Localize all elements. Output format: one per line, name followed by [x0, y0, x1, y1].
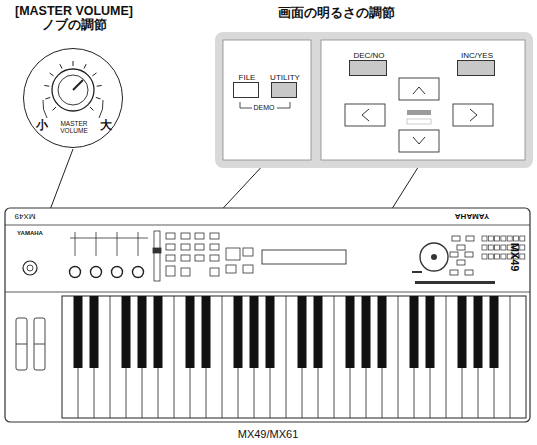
- knob-callout: [MASTER VOLUME] ノブの調節小大MASTER VOLUME: [23, 48, 123, 148]
- printed-logo: YAMAHA: [8, 230, 52, 237]
- knob-heading: [MASTER VOLUME] ノブの調節: [9, 4, 139, 33]
- button-label: FILE: [220, 73, 274, 82]
- panel-button: FILE: [233, 82, 259, 98]
- mod-wheel: [34, 318, 45, 370]
- printed-logo: MX49: [509, 235, 521, 279]
- button-label: DEC/NO: [336, 51, 402, 60]
- printed-logo: YAMAHA: [445, 211, 499, 220]
- sliders: [70, 231, 161, 281]
- panel-button: DEC/NO: [349, 60, 387, 76]
- button-label: INC/YES: [444, 51, 510, 60]
- keyboard-body: [5, 208, 530, 422]
- model-caption: MX49/MX61: [213, 428, 323, 440]
- knob-name: MASTER VOLUME: [52, 121, 96, 135]
- knobs: [70, 267, 144, 278]
- keybed: [62, 296, 526, 418]
- button-label: UTILITY: [258, 73, 312, 82]
- volume-knob: [23, 261, 37, 275]
- panel-button: UTILITY: [271, 82, 297, 98]
- panel-buttons: [166, 233, 253, 276]
- panel-button: INC/YES: [457, 60, 495, 76]
- cursor-buttons: [450, 236, 474, 275]
- panel-heading: 画面の明るさの調節: [215, 6, 457, 21]
- keys: [74, 296, 511, 418]
- data-dial: [420, 243, 448, 271]
- scale-label: 小: [34, 119, 50, 133]
- lcd: [262, 250, 346, 264]
- scale-label: 大: [98, 119, 114, 133]
- printed-logo: MX49: [8, 211, 42, 220]
- pitch-wheel: [16, 318, 27, 370]
- button-group-label: DEMO: [252, 104, 277, 112]
- callout-panel: FILEUTILITYDEC/NOINC/YES画面の明るさの調節: [215, 32, 533, 168]
